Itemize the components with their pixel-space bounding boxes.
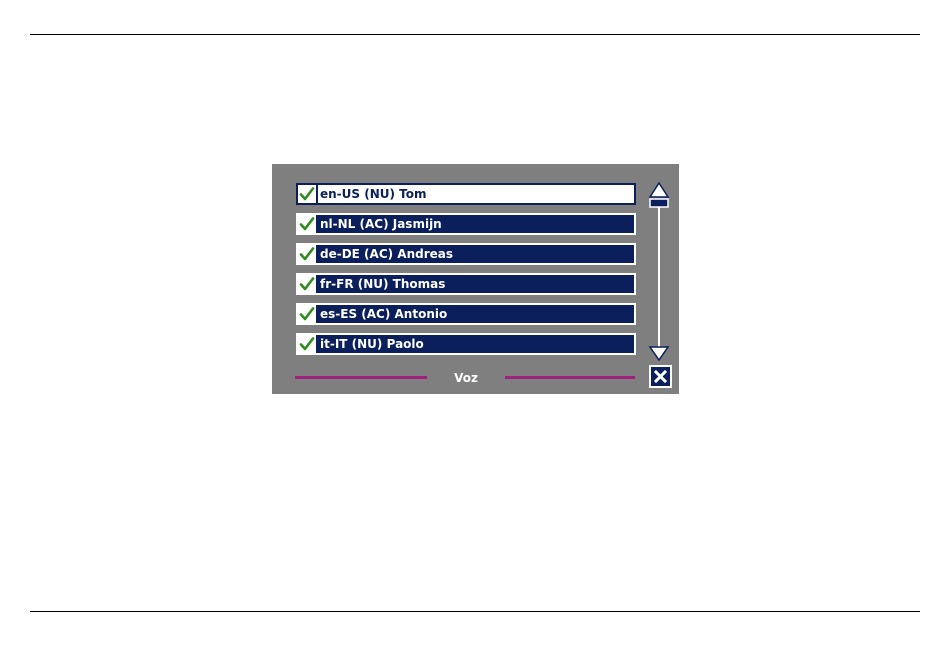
checkmark-icon [298, 275, 318, 293]
checkmark-icon [298, 335, 318, 353]
footer-accent-right [505, 376, 635, 379]
bottom-divider [30, 611, 920, 612]
close-button[interactable] [649, 365, 672, 388]
voice-item-label: en-US (NU) Tom [318, 185, 427, 203]
voice-item-label: fr-FR (NU) Thomas [318, 275, 445, 293]
panel-title: Voz [432, 370, 500, 386]
voice-item-label: it-IT (NU) Paolo [318, 335, 424, 353]
voice-item-es-es[interactable]: es-ES (AC) Antonio [296, 303, 636, 325]
scroll-down-button[interactable] [648, 345, 670, 361]
checkmark-icon [298, 305, 318, 323]
voice-item-label: nl-NL (AC) Jasmijn [318, 215, 442, 233]
voice-item-label: de-DE (AC) Andreas [318, 245, 453, 263]
voice-selection-panel: en-US (NU) Tom nl-NL (AC) Jasmijn de-DE … [272, 164, 679, 394]
voice-item-label: es-ES (AC) Antonio [318, 305, 447, 323]
scrollbar-track[interactable] [658, 202, 660, 350]
triangle-up-icon [648, 181, 670, 211]
checkmark-icon [298, 215, 318, 233]
voice-item-nl-nl[interactable]: nl-NL (AC) Jasmijn [296, 213, 636, 235]
top-divider [30, 34, 920, 35]
voice-item-de-de[interactable]: de-DE (AC) Andreas [296, 243, 636, 265]
voice-item-it-it[interactable]: it-IT (NU) Paolo [296, 333, 636, 355]
scroll-up-button[interactable] [648, 181, 670, 211]
close-x-icon [654, 370, 667, 383]
voice-item-en-us[interactable]: en-US (NU) Tom [296, 183, 636, 205]
checkmark-icon [298, 245, 318, 263]
footer-accent-left [295, 376, 427, 379]
checkmark-icon [298, 185, 318, 203]
triangle-down-icon [648, 345, 670, 361]
voice-item-fr-fr[interactable]: fr-FR (NU) Thomas [296, 273, 636, 295]
